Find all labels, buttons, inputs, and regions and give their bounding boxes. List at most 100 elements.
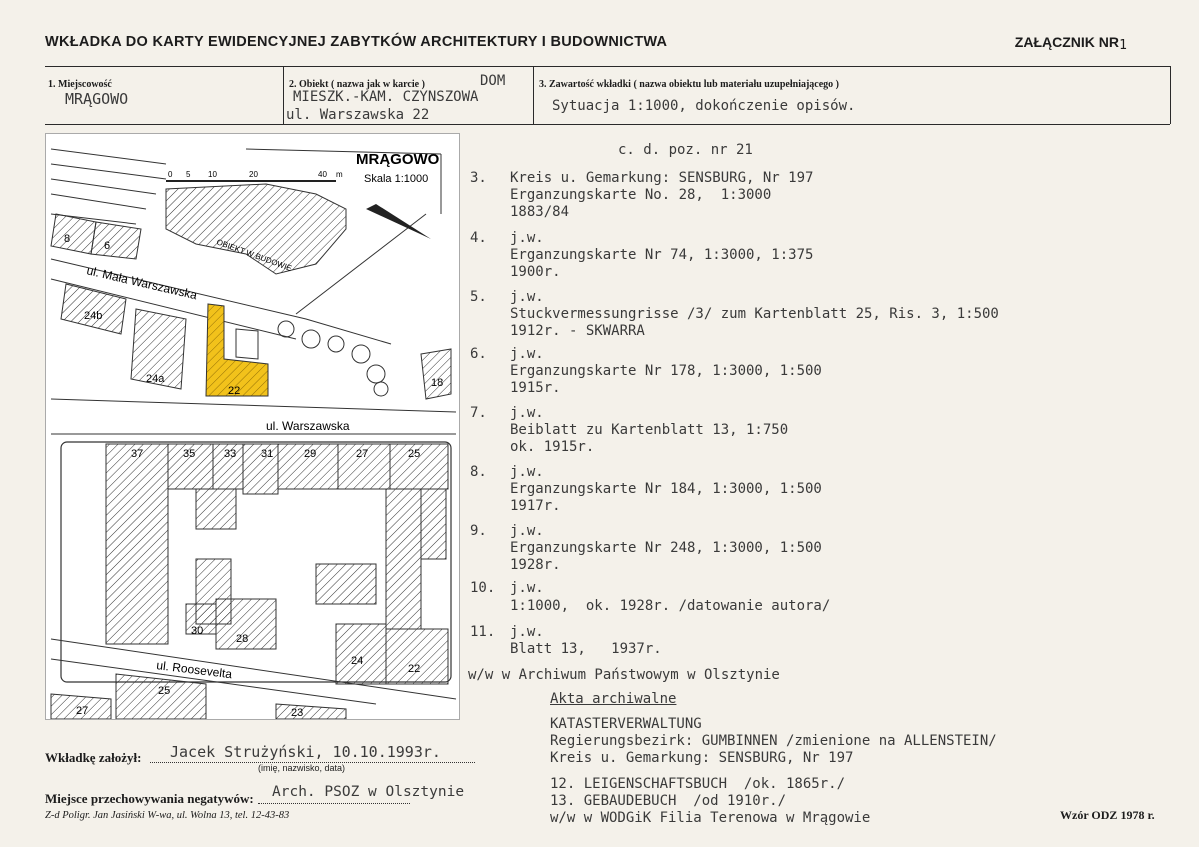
- akta-line-2: Regierungsbezirk: GUMBINNEN /zmienione n…: [550, 733, 997, 749]
- entry-10-line-1: j.w.: [510, 580, 544, 596]
- lot-label-highlighted: 22: [228, 385, 240, 397]
- lot-label: 18: [431, 377, 443, 389]
- entry-3-num: 3.: [470, 170, 487, 186]
- south-block: [60, 441, 452, 683]
- lot-label: 35: [183, 448, 195, 460]
- field-2-value-2: MIESZK.-KAM. CZYNSZOWA: [293, 89, 479, 105]
- form-title: WKŁADKA DO KARTY EWIDENCYJNEJ ZABYTKÓW A…: [45, 34, 668, 50]
- printer-info: Z-d Poligr. Jan Jasiński W-wa, ul. Wolna…: [45, 810, 290, 821]
- field-divider-2: [533, 66, 534, 124]
- road-mala-warszawska: [50, 258, 392, 345]
- field-divider-3: [1170, 66, 1171, 124]
- entry-3-line-1: Kreis u. Gemarkung: SENSBURG, Nr 197: [510, 170, 814, 186]
- building-under-construction: [165, 183, 347, 275]
- founder-dotline: [150, 762, 475, 763]
- lot-label: 28: [236, 633, 248, 645]
- founder-label: Wkładkę założył:: [45, 750, 142, 765]
- entry-8-num: 8.: [470, 464, 487, 480]
- lot-label: 6: [104, 240, 110, 252]
- road-warszawska: [50, 398, 457, 435]
- entry-3-line-2: Erganzungskarte No. 28, 1:3000: [510, 187, 772, 203]
- entry-8-line-1: j.w.: [510, 464, 544, 480]
- entry-11-num: 11.: [470, 624, 496, 640]
- entry-6-line-2: Erganzungskarte Nr 178, 1:3000, 1:500: [510, 363, 822, 379]
- lot-label: 24a: [146, 373, 165, 385]
- lot-label: 25: [408, 448, 420, 460]
- lot-label: 24: [351, 655, 363, 667]
- entry-8-line-2: Erganzungskarte Nr 184, 1:3000, 1:500: [510, 481, 822, 497]
- entry-11-line-1: j.w.: [510, 624, 544, 640]
- entry-8-line-3: 1917r.: [510, 498, 561, 514]
- field-2-label: 2. Obiekt ( nazwa jak w karcie ): [289, 79, 425, 90]
- field-1-value: MRĄGOWO: [65, 90, 129, 108]
- entry-10-line-2: 1:1000, ok. 1928r. /datowanie autora/: [510, 598, 831, 614]
- entry-12: 12. LEIGENSCHAFTSBUCH /ok. 1865r./: [550, 776, 846, 792]
- entry-6-line-3: 1915r.: [510, 380, 561, 396]
- map-town: MRĄGOWO: [356, 151, 440, 168]
- entry-4-line-1: j.w.: [510, 230, 544, 246]
- road-roosevelta: [50, 638, 457, 705]
- akta-title: Akta archiwalne: [550, 691, 677, 707]
- site-plan-map: OBIEKT W BUDOWIE 8 6 ul. Mała Warszawska…: [45, 133, 460, 720]
- entry-7-num: 7.: [470, 405, 487, 421]
- lot-label: 23: [291, 707, 303, 719]
- lot-label: 31: [261, 448, 273, 460]
- map-scale: Skala 1:1000: [364, 173, 428, 185]
- contour-lines: [50, 148, 167, 225]
- entry-10-num: 10.: [470, 580, 496, 596]
- field-3-label: 3. Zawartość wkładki ( nazwa obiektu lub…: [539, 79, 840, 90]
- entry-7-line-1: j.w.: [510, 405, 544, 421]
- entry-7-line-2: Beiblatt zu Kartenblatt 13, 1:750: [510, 422, 789, 438]
- entry-11-line-2: Blatt 13, 1937r.: [510, 641, 662, 657]
- lot-label: 25: [158, 685, 170, 697]
- svg-text:10: 10: [208, 170, 217, 179]
- attachment-label: ZAŁĄCZNIK NR: [1014, 34, 1119, 50]
- founder-value: Jacek Strużyński, 10.10.1993r.: [170, 743, 441, 761]
- entry-3-line-3: 1883/84: [510, 204, 570, 220]
- entries-heading: c. d. poz. nr 21: [618, 142, 753, 158]
- entry-5-line-1: j.w.: [510, 289, 544, 305]
- svg-text:0: 0: [168, 170, 173, 179]
- lot-label: 33: [224, 448, 236, 460]
- archive-line: w/w w Archiwum Państwowym w Olsztynie: [468, 667, 780, 683]
- entry-9-num: 9.: [470, 523, 487, 539]
- entry-4-num: 4.: [470, 230, 487, 246]
- header-rule-bottom: [45, 124, 1170, 125]
- founder-hint: (imię, nazwisko, data): [258, 763, 346, 773]
- akta-line-1: KATASTERVERWALTUNG: [550, 716, 702, 732]
- street-label-roosevelta: ul. Roosevelta: [156, 658, 234, 681]
- lot-label: 30: [191, 625, 203, 637]
- entry-9-line-3: 1928r.: [510, 557, 561, 573]
- negatives-label: Miejsce przechowywania negatywów:: [45, 791, 254, 806]
- entry-4-line-2: Erganzungskarte Nr 74, 1:3000, 1:375: [510, 247, 814, 263]
- entry-9-line-2: Erganzungskarte Nr 248, 1:3000, 1:500: [510, 540, 822, 556]
- field-1-label: 1. Miejscowość: [48, 79, 112, 90]
- field-divider-1: [283, 66, 284, 124]
- entry-6-line-1: j.w.: [510, 346, 544, 362]
- lot-label: 37: [131, 448, 143, 460]
- svg-text:40: 40: [318, 170, 327, 179]
- svg-text:m: m: [336, 170, 343, 179]
- trees: [277, 320, 389, 397]
- field-3-value: Sytuacja 1:1000, dokończenie opisów.: [552, 98, 856, 114]
- lot-label: 27: [76, 705, 88, 717]
- entry-5-num: 5.: [470, 289, 487, 305]
- akta-line-3: Kreis u. Gemarkung: SENSBURG, Nr 197: [550, 750, 854, 766]
- wodgik-line: w/w w WODGiK Filia Terenowa w Mrągowie: [550, 810, 871, 826]
- entry-9-line-1: j.w.: [510, 523, 544, 539]
- entry-4-line-3: 1900r.: [510, 264, 561, 280]
- attachment-number: 1: [1119, 38, 1127, 53]
- negatives-value: Arch. PSOZ w Olsztynie: [272, 784, 465, 800]
- south-lots: [105, 443, 449, 685]
- negatives-dotline: [258, 803, 410, 804]
- lot-label: 24b: [84, 310, 102, 322]
- lot-label: 29: [304, 448, 316, 460]
- lot-label: 22: [408, 663, 420, 675]
- field-2-value-3: ul. Warszawska 22: [286, 107, 430, 123]
- street-label-warszawska: ul. Warszawska: [266, 419, 350, 433]
- form-model: Wzór ODZ 1978 r.: [1060, 808, 1155, 822]
- north-arrow-icon: [366, 204, 431, 239]
- header-rule-top: [45, 66, 1170, 67]
- field-2-value-1: DOM: [480, 73, 506, 89]
- entry-5-line-2: Stuckvermessungrisse /3/ zum Kartenblatt…: [510, 306, 999, 322]
